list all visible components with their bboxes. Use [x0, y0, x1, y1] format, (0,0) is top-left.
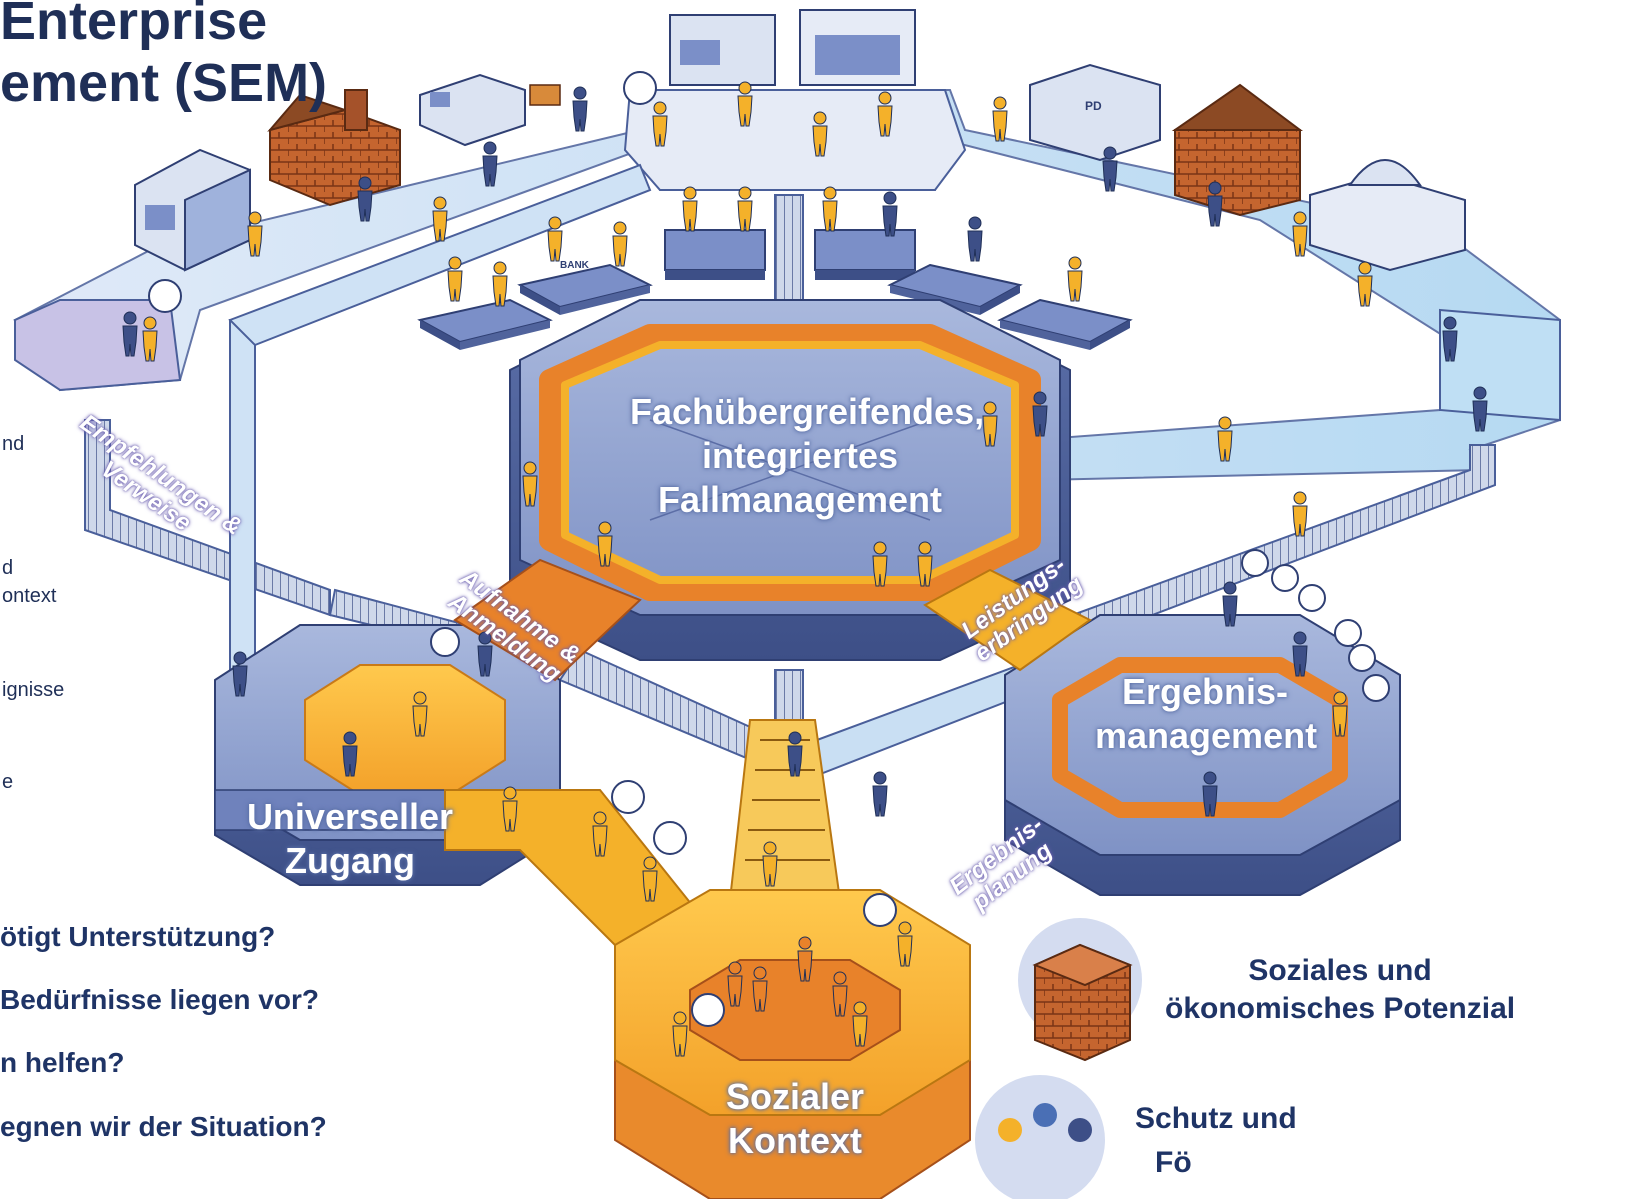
person-figure: [727, 961, 743, 1007]
person-figure: [502, 786, 518, 832]
person-figure: [522, 461, 538, 507]
question-4: egnen wir der Situation?: [0, 1111, 327, 1142]
person-figure: [992, 96, 1008, 142]
person-figure: [592, 811, 608, 857]
legend-protection-label: Schutz und Fö: [1135, 1102, 1297, 1179]
person-figure: [1472, 386, 1488, 432]
police-station-building-icon: PD: [1029, 63, 1161, 162]
person-figure: [357, 176, 373, 222]
person-figure: [982, 401, 998, 447]
person-figure: [877, 91, 893, 137]
buildings: PD: [134, 9, 1466, 272]
person-figure: [832, 971, 848, 1017]
office-building-icon: [419, 73, 561, 147]
person-figure: [872, 771, 888, 817]
legend-potential-label: Soziales und ökonomisches Potenzial: [1165, 954, 1516, 1025]
person-figure: [762, 841, 778, 887]
government-building-icon: [1309, 159, 1466, 272]
person-figure: [797, 936, 813, 982]
service-platforms: BANK: [417, 229, 1133, 350]
person-figure: [737, 81, 753, 127]
social-platform: [614, 889, 971, 1199]
person-figure: [967, 216, 983, 262]
title-line-2: ement (SEM): [0, 53, 328, 113]
person-figure: [232, 651, 248, 697]
status-bubbles: [148, 71, 1390, 1027]
person-figure: [812, 111, 828, 157]
person-figure: [247, 211, 263, 257]
person-figure: [432, 196, 448, 242]
person-figure: [482, 141, 498, 187]
person-figure: [852, 1001, 868, 1047]
person-figure: [1222, 581, 1238, 627]
person-figure: [547, 216, 563, 262]
person-figure: [642, 856, 658, 902]
person-figure: [652, 101, 668, 147]
church-building-icon: [1171, 83, 1303, 217]
shop-building-icon: [669, 14, 776, 86]
person-figure: [752, 966, 768, 1012]
person-figure: [572, 86, 588, 132]
side-fragment-2: d: [2, 557, 14, 579]
person-figure: [492, 261, 508, 307]
person-figure: [917, 541, 933, 587]
person-figure: [1032, 391, 1048, 437]
node-results-label: Ergebnis- management: [1095, 671, 1318, 756]
circle-of-people-icon: [975, 1075, 1105, 1199]
person-figure: [342, 731, 358, 777]
person-figure: [1332, 691, 1348, 737]
person-figure: [1292, 491, 1308, 537]
cube-icon: [1018, 918, 1142, 1062]
node-social-label: Sozialer Kontext: [725, 1076, 865, 1161]
person-figure: [1292, 211, 1308, 257]
person-figure: [1442, 316, 1458, 362]
node-center-label: Fachübergreifendes, integriertes Fallman…: [630, 391, 985, 520]
person-figure: [1202, 771, 1218, 817]
person-figure: [1357, 261, 1373, 307]
person-figure: [122, 311, 138, 357]
question-1: ötigt Unterstützung?: [0, 921, 276, 952]
person-figure: [612, 221, 628, 267]
person-figure: [672, 1011, 688, 1057]
person-figure: [477, 631, 493, 677]
person-figure: [1207, 181, 1223, 227]
svg-text:PD: PD: [1085, 99, 1102, 113]
person-figure: [787, 731, 803, 777]
title-line-1: Enterprise: [0, 0, 268, 51]
side-fragment-4: ignisse: [2, 679, 65, 701]
question-3: n helfen?: [0, 1047, 125, 1078]
person-figure: [882, 191, 898, 237]
person-figure: [737, 186, 753, 232]
person-figure: [412, 691, 428, 737]
person-figure: [1067, 256, 1083, 302]
side-fragment-1: nd: [2, 433, 25, 455]
question-2: Bedürfnisse liegen vor?: [0, 984, 319, 1015]
person-figure: [1102, 146, 1118, 192]
person-figure: [872, 541, 888, 587]
person-figure: [447, 256, 463, 302]
person-figure: [897, 921, 913, 967]
side-fragment-3: ontext: [2, 585, 57, 607]
side-fragment-5: e: [2, 771, 14, 793]
hospital-building-icon: [134, 148, 251, 272]
node-access-label: Universeller Zugang: [246, 796, 454, 881]
person-figure: [822, 186, 838, 232]
person-figure: [1292, 631, 1308, 677]
person-figure: [597, 521, 613, 567]
bank-sign: BANK: [560, 260, 590, 271]
person-figure: [1217, 416, 1233, 462]
person-figure: [682, 186, 698, 232]
people-figures: [122, 81, 1488, 1057]
person-figure: [142, 316, 158, 362]
bank-building-icon: [799, 9, 916, 86]
